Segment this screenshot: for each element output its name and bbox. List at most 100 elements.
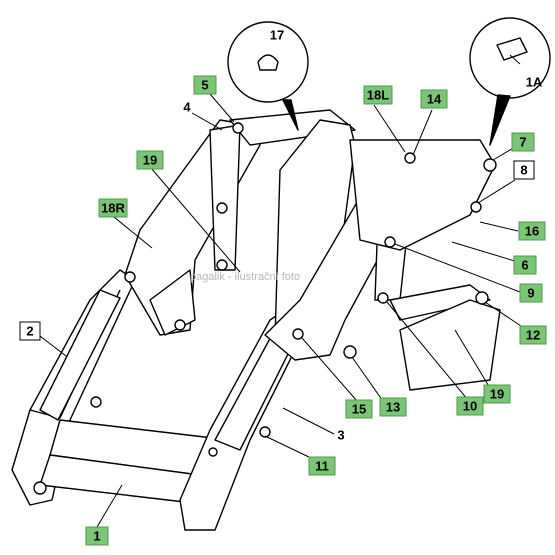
leader-line bbox=[451, 241, 519, 263]
callout-text: 5 bbox=[201, 78, 208, 93]
callout-c16: 16 bbox=[518, 221, 546, 241]
callout-box bbox=[518, 221, 546, 241]
pin bbox=[475, 291, 489, 305]
pin bbox=[174, 319, 186, 331]
callout-c19a: 19 bbox=[136, 150, 164, 170]
callout-c7: 7 bbox=[511, 132, 535, 152]
leader-line bbox=[39, 335, 67, 357]
cap-icon bbox=[257, 54, 279, 71]
leader-line bbox=[301, 337, 358, 402]
pin bbox=[216, 259, 228, 271]
detail-pointer-1a bbox=[489, 94, 511, 146]
callout-box bbox=[136, 150, 164, 170]
leader-line bbox=[209, 93, 235, 123]
callout-text: 13 bbox=[386, 400, 400, 415]
callout-box bbox=[308, 456, 336, 476]
pin bbox=[404, 152, 416, 164]
callout-box bbox=[345, 399, 373, 419]
callout-c1a: 1A bbox=[526, 75, 543, 90]
callout-c17: 17 bbox=[270, 28, 284, 43]
pin bbox=[384, 236, 396, 248]
leader-line bbox=[492, 146, 516, 161]
callout-c18l: 18L bbox=[363, 85, 393, 105]
callout-text: 3 bbox=[337, 428, 344, 443]
callout-box bbox=[363, 85, 393, 105]
leader-line bbox=[373, 104, 406, 153]
left-arm-plate bbox=[149, 269, 196, 336]
pin bbox=[216, 202, 228, 214]
bushing-icon bbox=[496, 37, 528, 61]
callout-c18r: 18R bbox=[98, 198, 128, 218]
leader-line bbox=[264, 435, 312, 459]
callout-box bbox=[98, 198, 128, 218]
leader-line bbox=[191, 112, 223, 131]
callout-text: 15 bbox=[352, 402, 366, 417]
callout-box bbox=[519, 283, 543, 303]
pin bbox=[483, 158, 497, 172]
callout-text: 19 bbox=[490, 387, 504, 402]
callout-c15: 15 bbox=[345, 399, 373, 419]
callout-text: 11 bbox=[315, 459, 329, 474]
callout-text: 14 bbox=[427, 92, 442, 107]
callout-c2: 2 bbox=[19, 321, 41, 341]
callout-text: 10 bbox=[463, 399, 477, 414]
callout-text: 9 bbox=[527, 286, 534, 301]
callout-text: 1A bbox=[526, 75, 543, 90]
callout-text: 7 bbox=[519, 135, 526, 150]
pin bbox=[259, 426, 271, 438]
callout-text: 1 bbox=[93, 529, 100, 544]
callout-box bbox=[420, 89, 448, 109]
callout-text: 19 bbox=[143, 153, 157, 168]
callout-box bbox=[483, 384, 511, 404]
leader-line bbox=[150, 167, 241, 273]
pin bbox=[33, 481, 47, 495]
pin bbox=[232, 122, 244, 134]
callout-c4: 4 bbox=[183, 100, 191, 115]
leader-line bbox=[386, 301, 469, 401]
leader-line bbox=[454, 329, 491, 389]
leader-line bbox=[96, 484, 123, 528]
rear-plate bbox=[399, 299, 501, 391]
pins bbox=[33, 122, 497, 495]
callout-c1: 1 bbox=[85, 526, 109, 546]
detail-pointer-17 bbox=[282, 99, 299, 131]
pin bbox=[343, 345, 357, 359]
callout-box bbox=[513, 255, 537, 275]
callout-text: 17 bbox=[270, 28, 284, 43]
callout-text: 16 bbox=[525, 224, 539, 239]
pin bbox=[377, 292, 389, 304]
callout-box bbox=[511, 132, 535, 152]
callout-text: 18L bbox=[367, 88, 389, 103]
callout-c14: 14 bbox=[420, 89, 448, 109]
callout-c6: 6 bbox=[513, 255, 537, 275]
callout-c11: 11 bbox=[308, 456, 336, 476]
callout-box bbox=[379, 397, 407, 417]
callout-box bbox=[513, 160, 535, 180]
pin bbox=[292, 328, 304, 340]
pin bbox=[90, 396, 102, 408]
callout-text: 18R bbox=[101, 201, 125, 216]
callout-c3: 3 bbox=[337, 428, 344, 443]
pin bbox=[208, 447, 218, 457]
callout-text: 2 bbox=[26, 324, 33, 339]
callout-c13: 13 bbox=[379, 397, 407, 417]
leader-lines bbox=[39, 54, 528, 528]
leader-line bbox=[351, 356, 386, 405]
leader-line bbox=[412, 109, 433, 156]
leader-line bbox=[477, 179, 516, 204]
callout-box bbox=[19, 321, 41, 341]
pin bbox=[124, 271, 136, 283]
callout-text: 6 bbox=[521, 258, 528, 273]
callout-box bbox=[456, 396, 484, 416]
rear-bracket bbox=[349, 139, 496, 251]
pin bbox=[470, 201, 482, 213]
left-cylinder bbox=[39, 289, 121, 421]
callout-box bbox=[519, 325, 547, 345]
leader-line bbox=[282, 407, 335, 435]
upper-crossbar bbox=[229, 109, 356, 146]
loader-frame-drawing bbox=[11, 17, 551, 531]
leader-line bbox=[394, 243, 521, 293]
callout-box bbox=[193, 75, 217, 95]
